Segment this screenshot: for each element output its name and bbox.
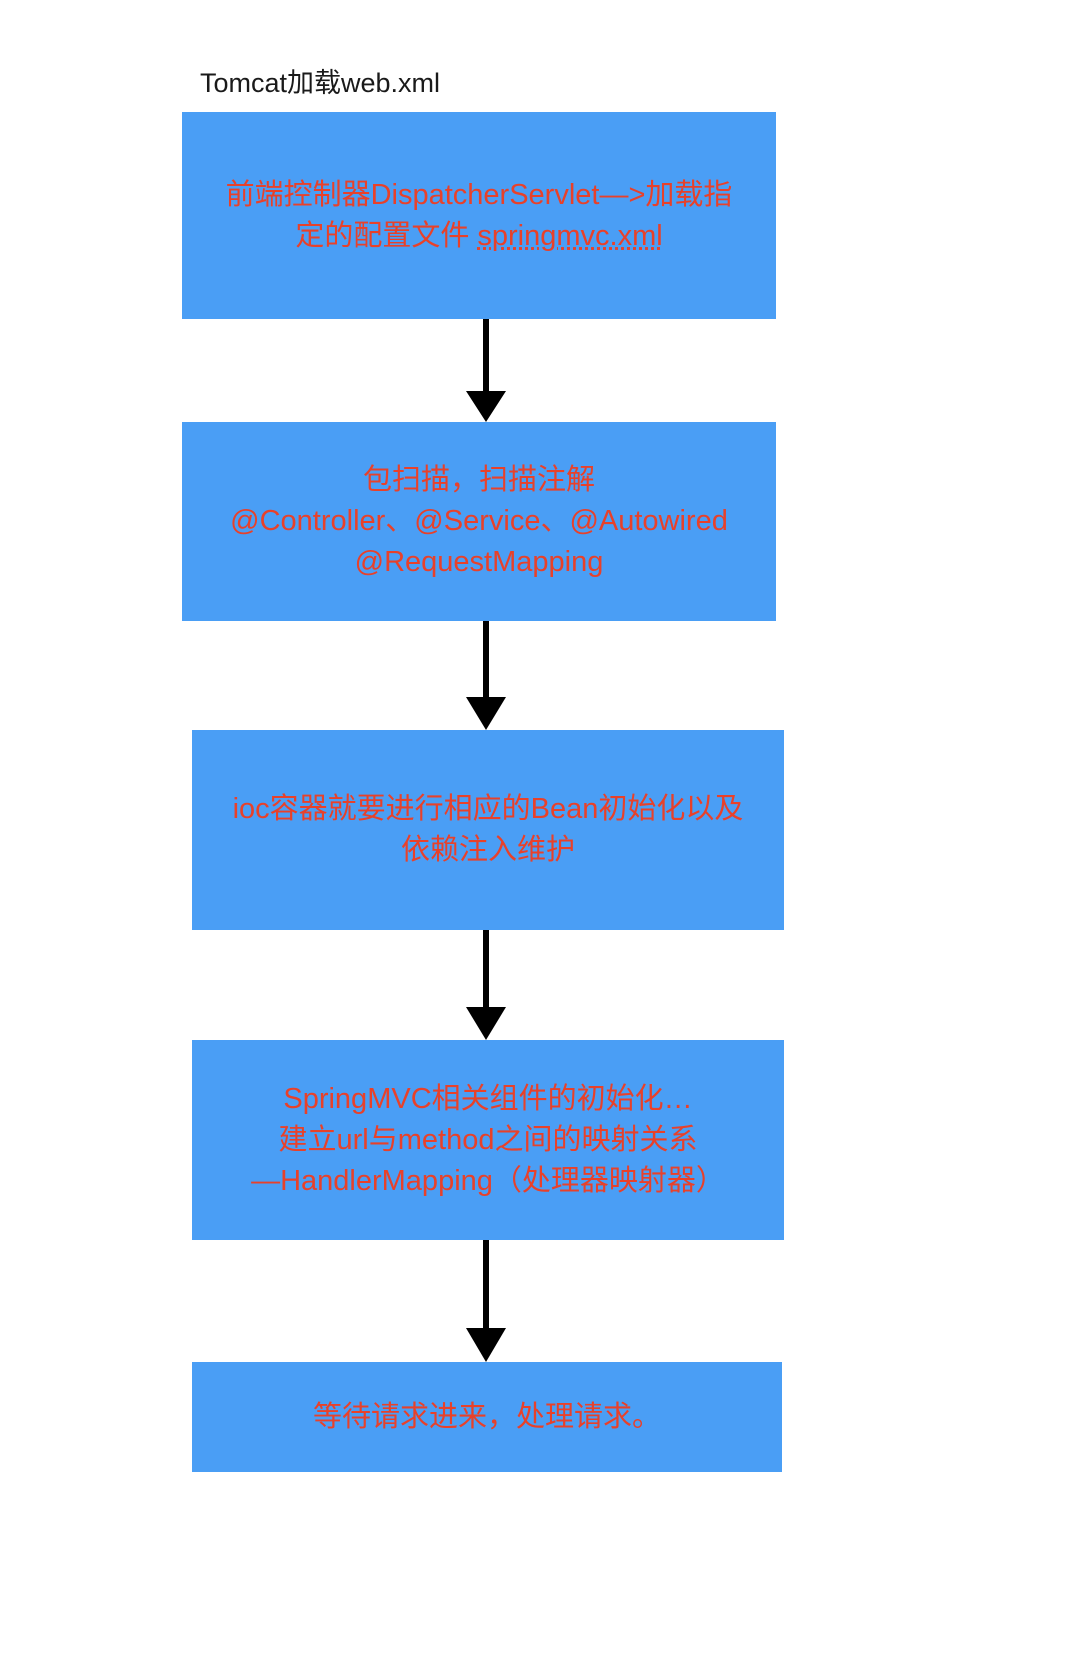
- flow-node-line-2: @Controller、@Service、@Autowired: [230, 505, 728, 537]
- flow-node-text: 前端控制器DispatcherServlet—>加载指定的配置文件 spring…: [182, 175, 776, 257]
- flow-node-wait-and-handle-request[interactable]: 等待请求进来，处理请求。: [192, 1362, 782, 1472]
- flow-node-package-scan-annotations[interactable]: 包扫描，扫描注解 @Controller、@Service、@Autowired @…: [182, 422, 776, 621]
- flow-arrow-node4-to-node5: [463, 1240, 509, 1363]
- flow-node-springmvc-component-init[interactable]: SpringMVC相关组件的初始化… 建立url与method之间的映射关系 —Ha…: [192, 1040, 784, 1240]
- diagram-title: Tomcat加载web.xml: [200, 68, 441, 98]
- flow-arrow-node3-to-node4: [463, 930, 509, 1041]
- flow-node-line-3: @RequestMapping: [354, 546, 604, 578]
- flow-node-line-2: 建立url与method之间的映射关系: [278, 1123, 698, 1156]
- flow-node-line-2: 依赖注入维护: [400, 834, 575, 866]
- flow-node-line-3: —HandlerMapping（处理器映射器）: [251, 1164, 725, 1197]
- flow-node-text: 包扫描，扫描注解 @Controller、@Service、@Autowired @…: [182, 460, 776, 583]
- flow-arrow-node1-to-node2: [463, 319, 509, 423]
- flow-node-line-1: ioc容器就要进行相应的Bean初始化以及: [232, 793, 744, 825]
- flow-node-line-1: 等待请求进来，处理请求。: [312, 1400, 661, 1433]
- flow-node-line-2-prefix: 定的配置文件: [295, 219, 478, 252]
- flow-arrow-node2-to-node3: [463, 621, 509, 731]
- flow-node-dispatcher-servlet-load[interactable]: 前端控制器DispatcherServlet—>加载指定的配置文件 spring…: [182, 112, 776, 319]
- flow-node-line-1: SpringMVC相关组件的初始化…: [283, 1082, 693, 1115]
- spellchecked-filename: springmvc.xml: [477, 219, 663, 252]
- flow-node-line-1: 包扫描，扫描注解: [362, 464, 595, 496]
- flow-node-line-1: 前端控制器DispatcherServlet—>加载指: [225, 178, 733, 211]
- flow-node-text: 等待请求进来，处理请求。: [192, 1397, 782, 1438]
- flow-node-text: ioc容器就要进行相应的Bean初始化以及依赖注入维护: [192, 789, 784, 871]
- flow-node-ioc-bean-init[interactable]: ioc容器就要进行相应的Bean初始化以及依赖注入维护: [192, 730, 784, 930]
- flow-node-text: SpringMVC相关组件的初始化… 建立url与method之间的映射关系 —Ha…: [192, 1079, 784, 1202]
